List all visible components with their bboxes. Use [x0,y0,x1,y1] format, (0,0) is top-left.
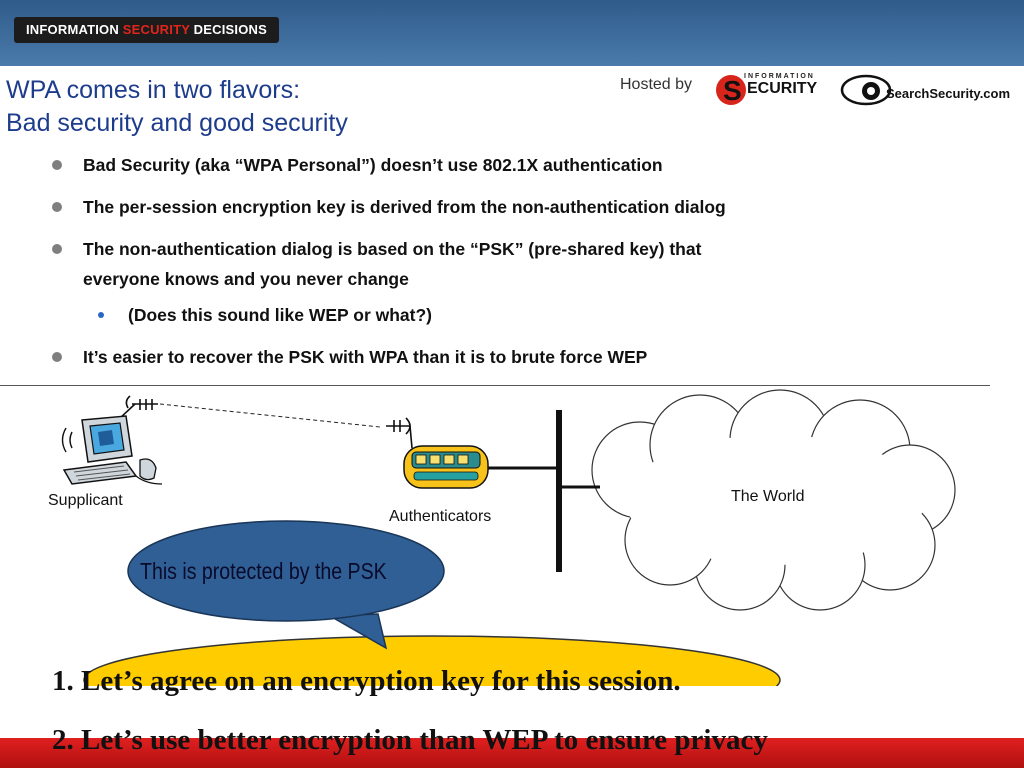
bullet-dot [52,202,62,212]
information-security-logo: INFORMATION S ECURITY [716,73,818,106]
sub-bullet-dot [98,312,104,318]
wireless-link [159,403,381,428]
step-1-highlight [83,635,781,686]
bullet-dot [52,160,62,170]
bottom-red-bar [0,738,1024,768]
callout-text: This is protected by the PSK [140,558,387,584]
brand-logo: INFORMATION SECURITY DECISIONS [14,17,279,43]
bullet-1: Bad Security (aka “WPA Personal”) doesn’… [83,155,663,175]
slide-title: WPA comes in two flavors: Bad security a… [6,74,348,140]
logo-security-circle [716,75,746,105]
sub-bullet: (Does this sound like WEP or what?) [128,305,433,325]
logo-security-main-text: ECURITY [747,80,818,97]
hosted-by-label: Hosted by [620,76,693,93]
step-2: 2. Let’s use better encryption than WEP … [52,724,768,756]
world-label: The World [731,488,805,505]
logo-security-top-text: INFORMATION [744,73,815,80]
computer-icon [61,395,163,485]
bullet-dot [52,244,62,254]
header-band: INFORMATION SECURITY DECISIONS [0,0,1024,66]
eye-icon [840,74,892,106]
bullet-dot [52,352,62,362]
bullet-3-line-1: The non-authentication dialog is based o… [83,239,702,259]
bullet-3-line-2: everyone knows and you never change [83,269,409,289]
logo-security-s: S [723,75,742,106]
step-1: 1. Let’s agree on an encryption key for … [52,665,681,697]
title-line-1: WPA comes in two flavors: [6,76,301,104]
bullet-4: It’s easier to recover the PSK with WPA … [83,347,648,367]
access-point-icon [386,417,489,489]
authenticators-label: Authenticators [389,508,492,525]
callout-bubble [127,520,445,622]
supplicant-label: Supplicant [48,492,123,509]
searchsecurity-logo: SearchSecurity.com [840,74,1010,106]
title-line-2: Bad security and good security [6,109,348,137]
logo-ss-text: SearchSecurity.com [886,86,1010,101]
bullet-2: The per-session encryption key is derive… [83,197,726,217]
network-diagram [61,389,956,686]
world-cloud-icon [591,389,956,611]
divider-line [0,385,990,386]
